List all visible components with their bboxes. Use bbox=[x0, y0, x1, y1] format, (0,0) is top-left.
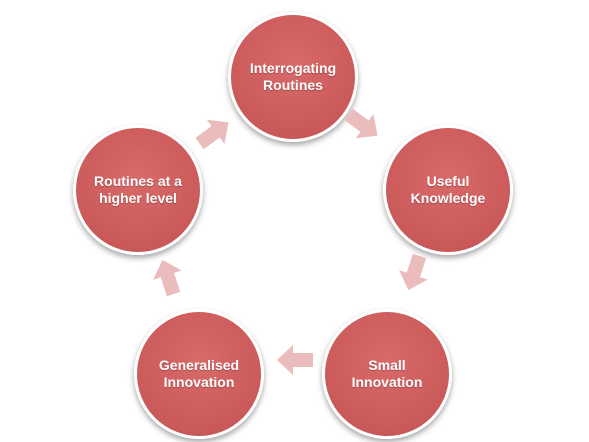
node-small-innovation: Small Innovation bbox=[322, 309, 452, 439]
arrow-left-icon bbox=[277, 345, 313, 375]
node-label: Routines at a higher level bbox=[94, 173, 182, 206]
node-interrogating-routines: Interrogating Routines bbox=[228, 12, 358, 142]
node-label: Small Innovation bbox=[351, 357, 423, 390]
node-generalised-innovation: Generalised Innovation bbox=[134, 309, 264, 439]
arrow-up-icon bbox=[148, 255, 188, 299]
node-label: Generalised Innovation bbox=[158, 357, 240, 390]
node-label: Interrogating Routines bbox=[249, 60, 337, 93]
node-label: Useful Knowledge bbox=[410, 173, 486, 206]
arrow-right-icon bbox=[340, 102, 387, 147]
node-useful-knowledge: Useful Knowledge bbox=[383, 125, 513, 255]
arrow-right-icon bbox=[191, 110, 238, 155]
node-routines-higher-level: Routines at a higher level bbox=[73, 125, 203, 255]
arrow-right-icon bbox=[394, 251, 434, 295]
